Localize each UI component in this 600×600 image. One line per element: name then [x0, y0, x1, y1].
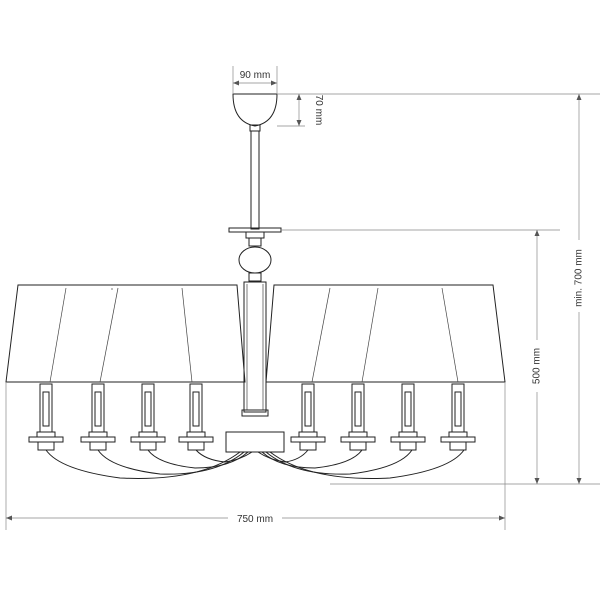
dimension-body-height	[281, 229, 560, 484]
chandelier-arms	[45, 449, 465, 479]
candle-holder	[440, 383, 476, 451]
suspension-rod	[228, 130, 282, 282]
candle-holder	[130, 383, 166, 451]
candle-holders	[28, 383, 476, 451]
canopy-height-label: 70 mm	[313, 95, 324, 126]
dimension-total-height	[330, 94, 600, 485]
candle-holder	[28, 383, 64, 451]
dimension-overall-width	[5, 382, 506, 530]
overall-width-label: 750 mm	[237, 514, 273, 525]
right-lampshades	[265, 284, 506, 383]
central-column	[225, 281, 285, 453]
total-height-label: min. 700 mm	[574, 249, 585, 307]
candle-holder	[178, 383, 214, 451]
body-height-label: 500 mm	[532, 348, 543, 384]
candle-holder	[340, 383, 376, 451]
dimension-canopy-width	[232, 66, 278, 94]
dimension-canopy-height	[277, 93, 600, 127]
candle-holder	[290, 383, 326, 451]
ceiling-canopy	[232, 93, 278, 132]
candle-holder	[80, 383, 116, 451]
left-lampshades	[5, 284, 246, 383]
candle-holder	[390, 383, 426, 451]
canopy-width-label: 90 mm	[240, 70, 271, 81]
